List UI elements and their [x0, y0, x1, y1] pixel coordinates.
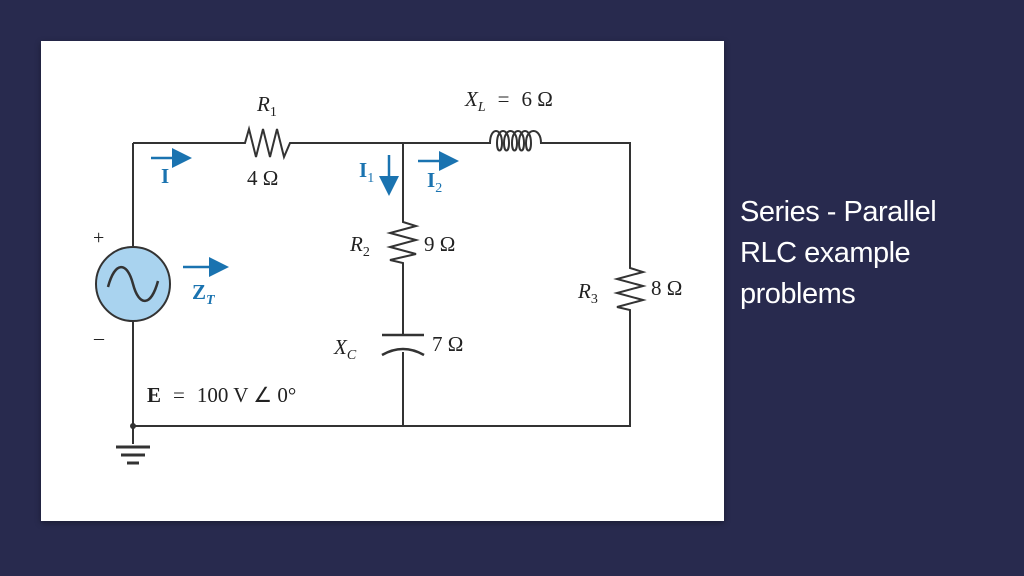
capacitor-xc-icon [381, 333, 425, 357]
xl-label: XL=6 Ω [464, 87, 553, 115]
circuit-diagram-panel: R1 4 Ω XL=6 Ω R2 9 Ω XC 7 Ω R3 8 Ω [41, 41, 724, 521]
wires [132, 142, 631, 444]
r2-label: R2 [349, 232, 370, 260]
impedance-zt-label: ZT [192, 280, 216, 308]
current-i1-label: I1 [359, 158, 374, 186]
r1-value: 4 Ω [247, 166, 278, 190]
r1-label: R1 [256, 92, 277, 120]
slide-title-line-1: Series - Parallel [740, 196, 937, 228]
source-label: E=100 V ∠ 0° [147, 383, 296, 407]
xc-label: XC [333, 335, 357, 363]
slide-title: Series - Parallel RLC example problems [740, 192, 1010, 315]
inductor-xl-icon [484, 130, 551, 152]
ac-source-icon [95, 246, 171, 322]
resistor-r2-icon [386, 218, 420, 267]
r3-value: 8 Ω [651, 276, 682, 300]
slide-title-line-2: RLC example [740, 237, 911, 269]
circuit-diagram: R1 4 Ω XL=6 Ω R2 9 Ω XC 7 Ω R3 8 Ω [93, 87, 682, 465]
source-minus: – [93, 327, 105, 349]
r2-value: 9 Ω [424, 232, 455, 256]
ground-node [130, 423, 136, 429]
current-i2-label: I2 [427, 168, 442, 196]
source-plus: + [93, 227, 104, 249]
resistor-r1-icon [240, 125, 295, 161]
ground-icon [116, 445, 150, 465]
r3-label: R3 [577, 279, 598, 307]
xc-value: 7 Ω [432, 332, 463, 356]
slide-title-line-3: problems [740, 278, 856, 310]
resistor-r3-icon [613, 264, 647, 314]
current-i-label: I [161, 164, 169, 188]
